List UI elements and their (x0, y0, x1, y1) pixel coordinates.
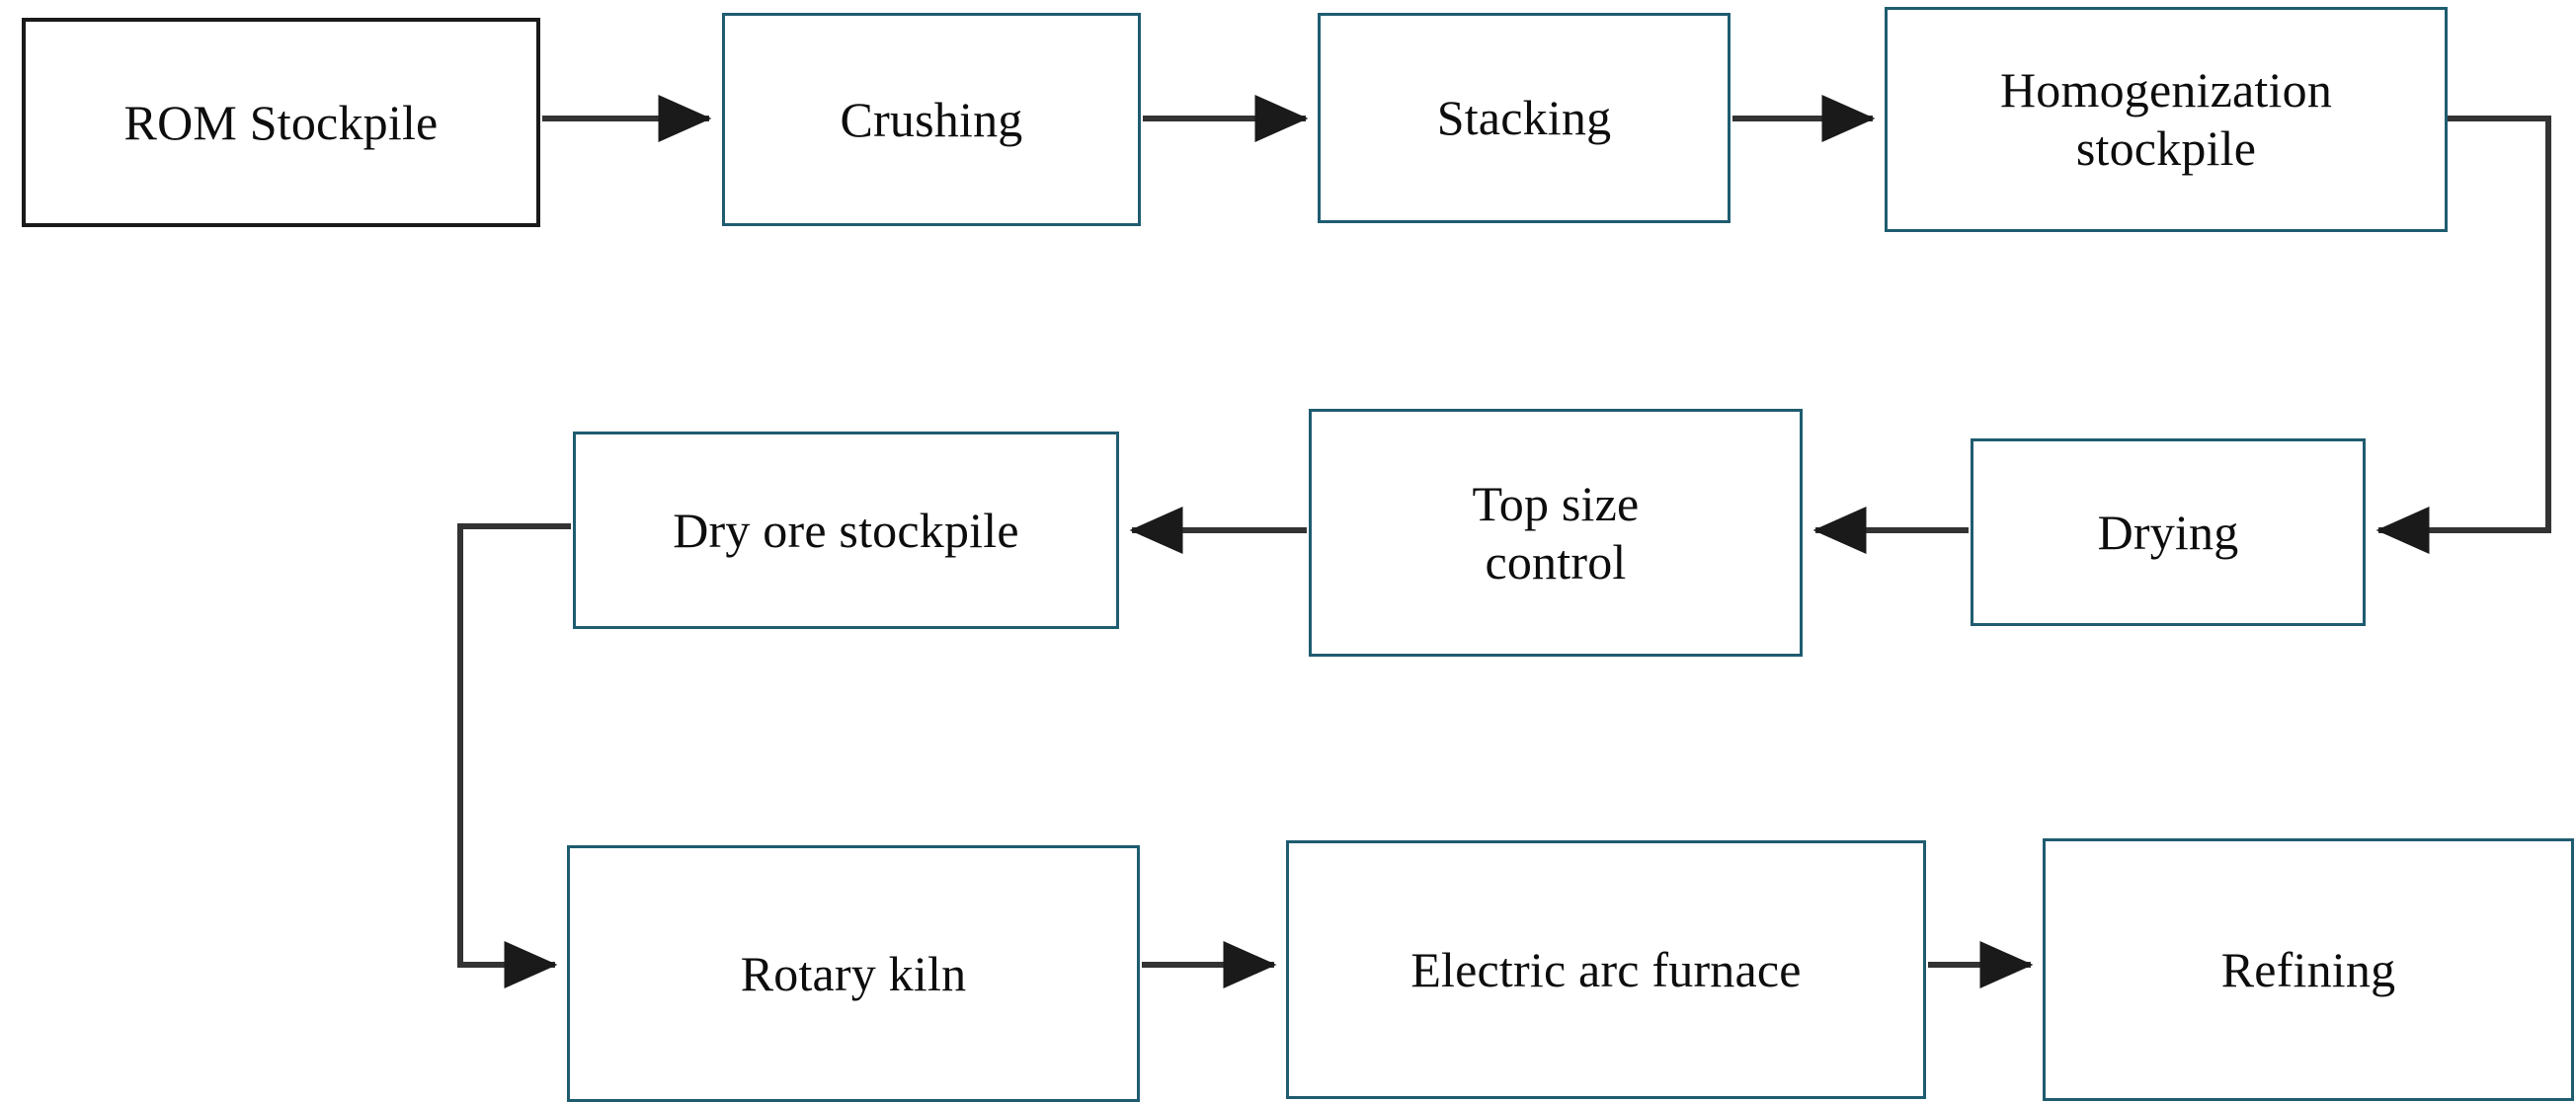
node-label-refining: Refining (2220, 941, 2396, 997)
node-homogenization-stockpile[interactable]: Homogenization stockpile (1885, 7, 2448, 232)
node-label-rom-stockpile: ROM Stockpile (123, 94, 439, 150)
node-crushing[interactable]: Crushing (722, 13, 1141, 226)
node-refining[interactable]: Refining (2043, 838, 2574, 1101)
node-rotary-kiln[interactable]: Rotary kiln (567, 845, 1140, 1102)
node-drying[interactable]: Drying (1971, 438, 2366, 626)
node-label-homogenization-stockpile: Homogenization stockpile (1999, 62, 2333, 176)
connector-dry-ore-to-rotary-kiln (457, 523, 571, 988)
node-label-electric-arc-furnace: Electric arc furnace (1410, 941, 1802, 997)
node-label-crushing: Crushing (840, 91, 1023, 147)
node-label-rotary-kiln: Rotary kiln (740, 945, 967, 1001)
node-stacking[interactable]: Stacking (1318, 13, 1731, 223)
node-rom-stockpile[interactable]: ROM Stockpile (22, 18, 540, 227)
node-label-dry-ore-stockpile: Dry ore stockpile (673, 502, 1019, 558)
node-dry-ore-stockpile[interactable]: Dry ore stockpile (573, 432, 1119, 629)
node-electric-arc-furnace[interactable]: Electric arc furnace (1286, 840, 1926, 1099)
node-label-drying: Drying (2097, 504, 2239, 560)
node-top-size-control[interactable]: Top size control (1309, 409, 1803, 657)
node-label-stacking: Stacking (1436, 90, 1612, 145)
node-label-top-size-control: Top size control (1472, 475, 1640, 590)
